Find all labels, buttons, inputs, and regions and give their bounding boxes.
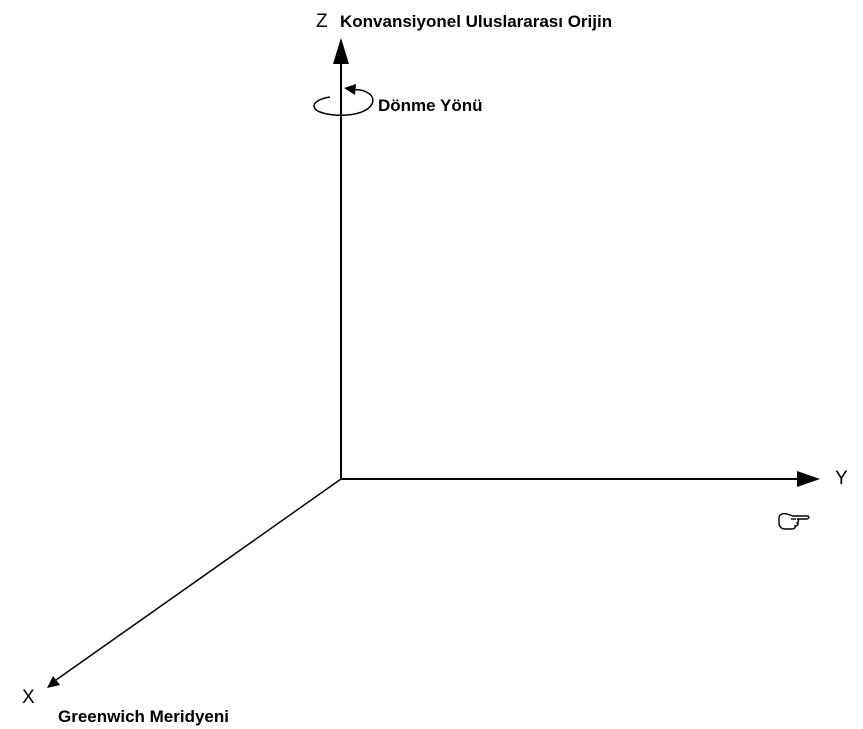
x-axis-arrowhead: [47, 676, 60, 688]
x-axis-label: Greenwich Meridyeni: [58, 707, 229, 726]
pointing-hand-icon: [778, 512, 810, 530]
rotation-arrow-icon: [313, 84, 374, 117]
y-axis-arrowhead: [797, 471, 820, 487]
x-axis-letter: X: [22, 687, 35, 708]
z-axis-letter: Z: [316, 11, 328, 32]
z-axis-arrowhead: [333, 38, 349, 64]
y-axis-letter: Y: [835, 468, 848, 489]
y-axis: [341, 471, 820, 487]
z-axis-label: Konvansiyonel Uluslararası Orijin: [340, 12, 612, 31]
rotation-label: Dönme Yönü: [378, 96, 483, 115]
x-axis: [47, 478, 342, 688]
z-axis: [333, 38, 349, 479]
